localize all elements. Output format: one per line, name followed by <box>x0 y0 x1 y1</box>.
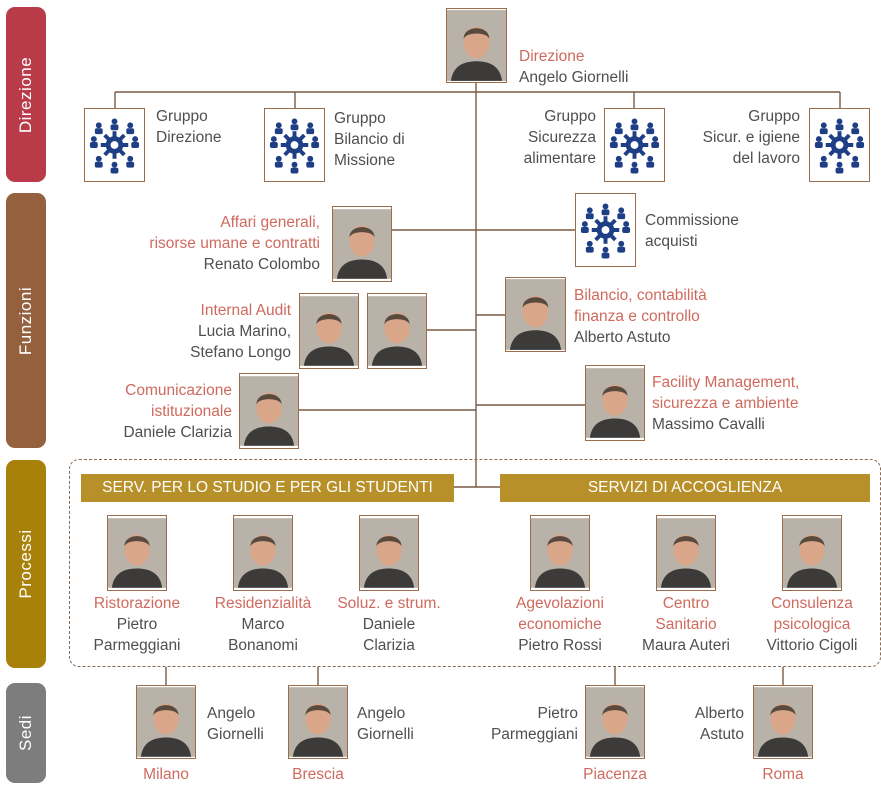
bilancio-photo <box>505 277 566 352</box>
sede-brescia-city: Brescia <box>292 766 344 783</box>
comunicazione-photo <box>239 373 299 449</box>
direzione-role: Direzione <box>519 48 585 65</box>
process-ristorazione-text: Ristorazione Pietro Parmeggiani <box>93 595 181 654</box>
group-icon-direzione <box>84 108 145 182</box>
process-photo-agevolazioni <box>530 515 590 591</box>
group-icon-bilancio <box>264 108 325 182</box>
sidebar-direzione: Direzione <box>6 7 46 182</box>
facility-text: Facility Management, sicurezza e ambient… <box>652 374 800 433</box>
process-residenzialita-text: Residenzialità Marco Bonanomi <box>214 595 312 654</box>
process-photo-centro-sanitario <box>656 515 716 591</box>
group-igiene-text: Gruppo Sicur. e igiene del lavoro <box>702 108 800 167</box>
group-icon-sicurezza <box>604 108 665 182</box>
direzione-name: Angelo Giornelli <box>519 69 629 86</box>
process-soluzioni-text: Soluz. e strum. Daniele Clarizia <box>337 595 441 654</box>
sidebar-processi-label: Processi <box>16 529 35 599</box>
process-photo-consulenza <box>782 515 842 591</box>
group-direzione-text: Gruppo Direzione <box>156 108 222 146</box>
audit-photo-longo <box>367 293 427 369</box>
audit-text: Internal Audit Lucia Marino, Stefano Lon… <box>190 302 291 361</box>
sede-milano-city: Milano <box>143 766 189 783</box>
sede-photo-roma <box>753 685 813 759</box>
process-bar-accoglienza: SERVIZI DI ACCOGLIENZA <box>500 474 870 502</box>
sidebar-processi: Processi <box>6 460 46 668</box>
process-agevolazioni-text: Agevolazioni economiche Pietro Rossi <box>516 595 604 654</box>
sede-roma-city: Roma <box>762 766 804 783</box>
process-bar-studio: SERV. PER LO STUDIO E PER GLI STUDENTI <box>81 474 454 502</box>
sidebar-direzione-label: Direzione <box>16 56 35 133</box>
commissione-text: Commissione acquisti <box>645 212 739 250</box>
facility-photo <box>585 365 645 441</box>
sidebar-funzioni-label: Funzioni <box>16 286 35 355</box>
sidebar-sedi: Sedi <box>6 683 46 783</box>
process-photo-residenzialita <box>233 515 293 591</box>
sidebar-funzioni: Funzioni <box>6 193 46 448</box>
group-icon-igiene <box>809 108 870 182</box>
process-consulenza-text: Consulenza psicologica Vittorio Cigoli <box>766 595 858 654</box>
sede-piacenza-city: Piacenza <box>583 766 647 783</box>
process-centro-sanitario-text: Centro Sanitario Maura Auteri <box>642 595 730 654</box>
sede-milano-name: Angelo Giornelli <box>207 705 264 743</box>
group-bilancio-text: Gruppo Bilancio di Missione <box>334 110 405 169</box>
sidebar-sedi-label: Sedi <box>16 714 35 752</box>
direzione-photo <box>446 8 507 83</box>
sede-photo-brescia <box>288 685 348 759</box>
group-icon-commissione <box>575 193 636 267</box>
sede-photo-milano <box>136 685 196 759</box>
affari-photo <box>332 206 392 282</box>
sede-brescia-name: Angelo Giornelli <box>357 705 414 743</box>
process-photo-soluzioni <box>359 515 419 591</box>
comunicazione-text: Comunicazione istituzionale Daniele Clar… <box>123 382 232 441</box>
sede-roma-name: Alberto Astuto <box>694 705 744 743</box>
group-sicurezza-text: Gruppo Sicurezza alimentare <box>523 108 596 167</box>
sede-photo-piacenza <box>585 685 645 759</box>
bilancio-text: Bilancio, contabilità finanza e controll… <box>574 287 707 346</box>
audit-photo-marino <box>299 293 359 369</box>
affari-text: Affari generali, risorse umane e contrat… <box>149 214 320 273</box>
process-photo-ristorazione <box>107 515 167 591</box>
sede-piacenza-name: Pietro Parmeggiani <box>490 705 578 743</box>
